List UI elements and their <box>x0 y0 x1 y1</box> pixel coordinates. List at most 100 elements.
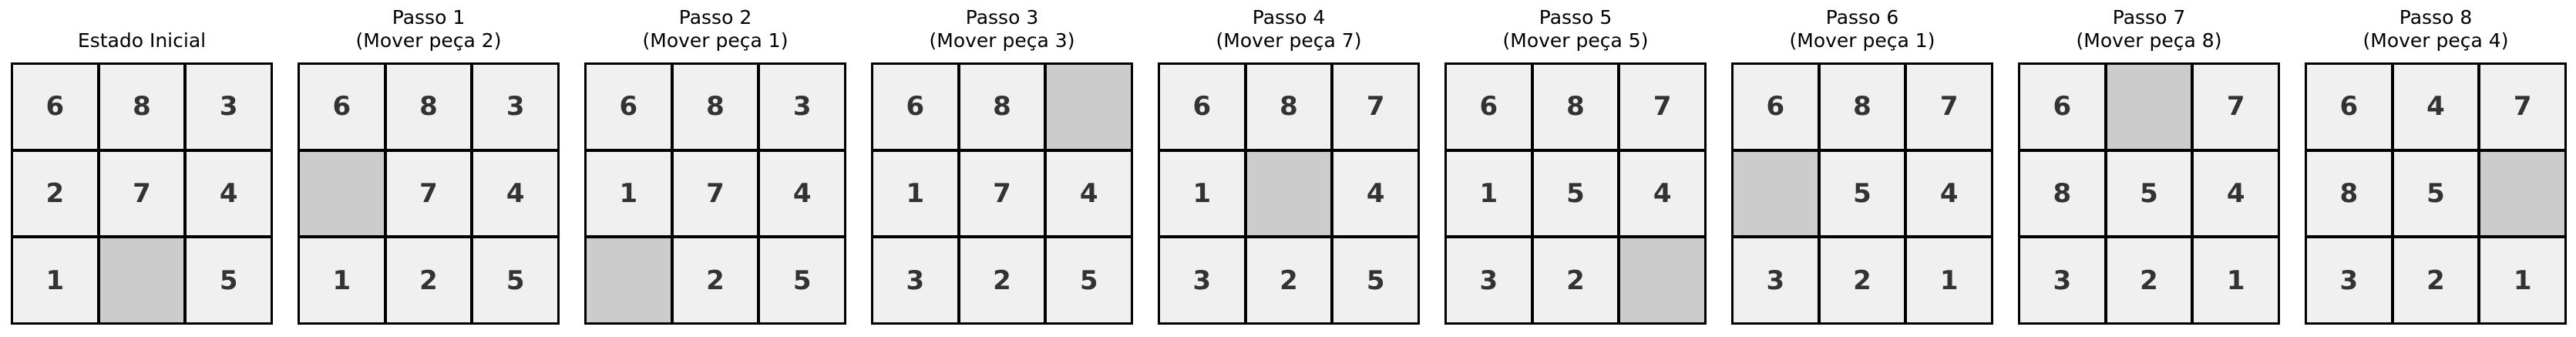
blank-tile <box>300 151 384 236</box>
panel-title-move: (Mover peça 2) <box>355 29 502 52</box>
puzzle-tile: 7 <box>1907 65 1991 149</box>
puzzle-tile: 4 <box>1333 151 1417 236</box>
puzzle-tile: 4 <box>1047 151 1131 236</box>
panel-title-step: Passo 2 <box>678 6 752 29</box>
puzzle-tile: 3 <box>1734 238 1818 322</box>
puzzle-tile: 4 <box>2194 151 2278 236</box>
puzzle-tile: 1 <box>587 151 671 236</box>
panel-title: Passo 2(Mover peça 1) <box>569 6 862 52</box>
puzzle-tile: 8 <box>960 65 1044 149</box>
puzzle-tile: 7 <box>386 151 471 236</box>
panel-title-move: (Mover peça 3) <box>929 29 1075 52</box>
puzzle-tile: 3 <box>873 238 957 322</box>
puzzle-tile: 4 <box>1620 151 1704 236</box>
panel-title-move: (Mover peça 8) <box>2076 29 2222 52</box>
panel-title-step: Passo 6 <box>1825 6 1899 29</box>
puzzle-tile: 1 <box>873 151 957 236</box>
puzzle-tile: 7 <box>1333 65 1417 149</box>
puzzle-tile: 5 <box>2393 151 2478 236</box>
panel-title: Passo 6(Mover peça 1) <box>1716 6 2009 52</box>
panel-title-move: (Mover peça 4) <box>2362 29 2509 52</box>
panel-title-step: Passo 8 <box>2399 6 2473 29</box>
puzzle-tile: 2 <box>1246 238 1331 322</box>
puzzle-tile: 4 <box>2393 65 2478 149</box>
puzzle-tile: 6 <box>1160 65 1244 149</box>
blank-tile <box>587 238 671 322</box>
panel-title-move: (Mover peça 1) <box>1789 29 1935 52</box>
puzzle-tile: 5 <box>760 238 844 322</box>
puzzle-tile: 6 <box>873 65 957 149</box>
puzzle-tile: 3 <box>473 65 557 149</box>
panel-title-step: Passo 4 <box>1252 6 1326 29</box>
puzzle-tile: 7 <box>1620 65 1704 149</box>
puzzle-tile: 6 <box>1447 65 1531 149</box>
panel-title: Passo 4(Mover peça 7) <box>1142 6 1435 52</box>
puzzle-tile: 2 <box>2393 238 2478 322</box>
puzzle-tile: 7 <box>960 151 1044 236</box>
puzzle-tile: 5 <box>1820 151 1905 236</box>
puzzle-tile: 4 <box>187 151 271 236</box>
puzzle-tile: 8 <box>1820 65 1905 149</box>
puzzle-tile: 1 <box>1907 238 1991 322</box>
puzzle-tile: 3 <box>187 65 271 149</box>
puzzle-tile: 3 <box>2307 238 2391 322</box>
puzzle-tile: 7 <box>673 151 758 236</box>
puzzle-tile: 2 <box>2107 238 2191 322</box>
puzzle-tile: 6 <box>2307 65 2391 149</box>
panel-title-step: Estado Inicial <box>77 29 207 52</box>
panel-title: Estado Inicial <box>0 29 288 52</box>
puzzle-tile: 3 <box>2020 238 2104 322</box>
puzzle-tile: 6 <box>300 65 384 149</box>
puzzle-tile: 2 <box>1533 238 1618 322</box>
puzzle-tile: 8 <box>1533 65 1618 149</box>
blank-tile <box>1620 238 1704 322</box>
panel-title-step: Passo 3 <box>965 6 1039 29</box>
blank-tile <box>2480 151 2564 236</box>
panel-title: Passo 3(Mover peça 3) <box>856 6 1148 52</box>
puzzle-tile: 5 <box>2107 151 2191 236</box>
puzzle-tile: 2 <box>386 238 471 322</box>
puzzle-tile: 4 <box>760 151 844 236</box>
puzzle-tile: 4 <box>473 151 557 236</box>
puzzle-tile: 8 <box>2020 151 2104 236</box>
puzzle-tile: 2 <box>960 238 1044 322</box>
puzzle-tile: 6 <box>13 65 97 149</box>
blank-tile <box>1047 65 1131 149</box>
panel-title: Passo 5(Mover peça 5) <box>1429 6 1722 52</box>
puzzle-tile: 3 <box>760 65 844 149</box>
puzzle-tile: 3 <box>1447 238 1531 322</box>
puzzle-tile: 5 <box>1333 238 1417 322</box>
puzzle-tile: 4 <box>1907 151 1991 236</box>
panel-title: Passo 8(Mover peça 4) <box>2289 6 2576 52</box>
puzzle-tile: 2 <box>673 238 758 322</box>
blank-tile <box>1734 151 1818 236</box>
puzzle-tile: 1 <box>2480 238 2564 322</box>
puzzle-tile: 8 <box>2307 151 2391 236</box>
blank-tile <box>2107 65 2191 149</box>
puzzle-tile: 2 <box>1820 238 1905 322</box>
puzzle-tile: 3 <box>1160 238 1244 322</box>
panel-title-move: (Mover peça 7) <box>1216 29 1362 52</box>
puzzle-tile: 1 <box>300 238 384 322</box>
panel-title-step: Passo 5 <box>1539 6 1613 29</box>
puzzle-tile: 7 <box>2194 65 2278 149</box>
panel-title-move: (Mover peça 1) <box>642 29 789 52</box>
panel-title-step: Passo 1 <box>392 6 466 29</box>
puzzle-tile: 8 <box>386 65 471 149</box>
puzzle-tile: 6 <box>1734 65 1818 149</box>
puzzle-tile: 8 <box>673 65 758 149</box>
